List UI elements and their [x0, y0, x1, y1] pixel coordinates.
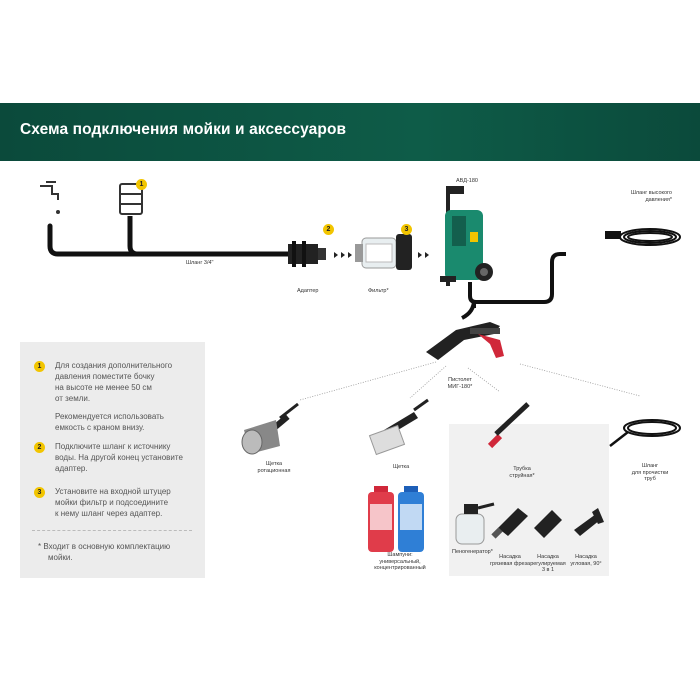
- gun-hose: [468, 252, 566, 304]
- label-brush: Щетка: [393, 464, 410, 470]
- marker-3: 3: [401, 224, 412, 235]
- shampoo-bottle-icon: [368, 486, 424, 552]
- barrel-icon: [119, 183, 143, 215]
- step-1-badge: 1: [34, 361, 45, 372]
- panel-divider: [32, 530, 192, 531]
- accessory-arrows: [299, 361, 641, 401]
- step-2-badge: 2: [34, 442, 45, 453]
- faucet-icon: [40, 181, 60, 214]
- nozzle-icon: [491, 508, 604, 539]
- pressure-washer-icon: [440, 186, 493, 286]
- label-adapter: Адаптер: [297, 288, 319, 294]
- foam-cannon-icon: [455, 502, 495, 545]
- hose-reel-icon: [605, 228, 681, 246]
- lance-icon: [487, 402, 530, 449]
- flow-arrows: [334, 252, 429, 258]
- pipe-hose-icon: [609, 419, 681, 447]
- spray-gun-icon: [426, 322, 504, 360]
- label-filter: Фильтр*: [368, 288, 389, 294]
- gun-hose-down: [461, 299, 476, 320]
- main-hose: [47, 223, 293, 257]
- barrel-hose: [127, 216, 139, 257]
- step-2-text: Подключите шланг к источнику воды. На др…: [55, 442, 183, 473]
- label-shampoo: Шампуни:универсальный,концентрированный: [374, 552, 426, 572]
- brush-icon: [368, 398, 429, 456]
- step-1-text: Для создания дополнительного давления по…: [55, 361, 173, 432]
- marker-1: 1: [136, 179, 147, 190]
- filter-icon: [355, 234, 412, 270]
- instructions-panel: [20, 342, 205, 578]
- step-3-badge: 3: [34, 487, 45, 498]
- label-foam: Пеногенератор*: [452, 549, 493, 555]
- footnote: * Входит в основную комплектацию мойки.: [38, 542, 171, 562]
- rotary-brush-icon: [241, 402, 299, 455]
- step-3-text: Установите на входной штуцер мойки фильт…: [55, 487, 171, 518]
- page-title: Схема подключения мойки и аксессуаров: [20, 121, 347, 138]
- label-washer: АВД-180: [456, 178, 478, 184]
- label-hose: Шланг 3/4": [186, 260, 214, 266]
- header-banner: Схема подключения мойки и аксессуаров: [0, 103, 700, 161]
- adapter-icon: [288, 241, 326, 267]
- marker-2: 2: [323, 224, 334, 235]
